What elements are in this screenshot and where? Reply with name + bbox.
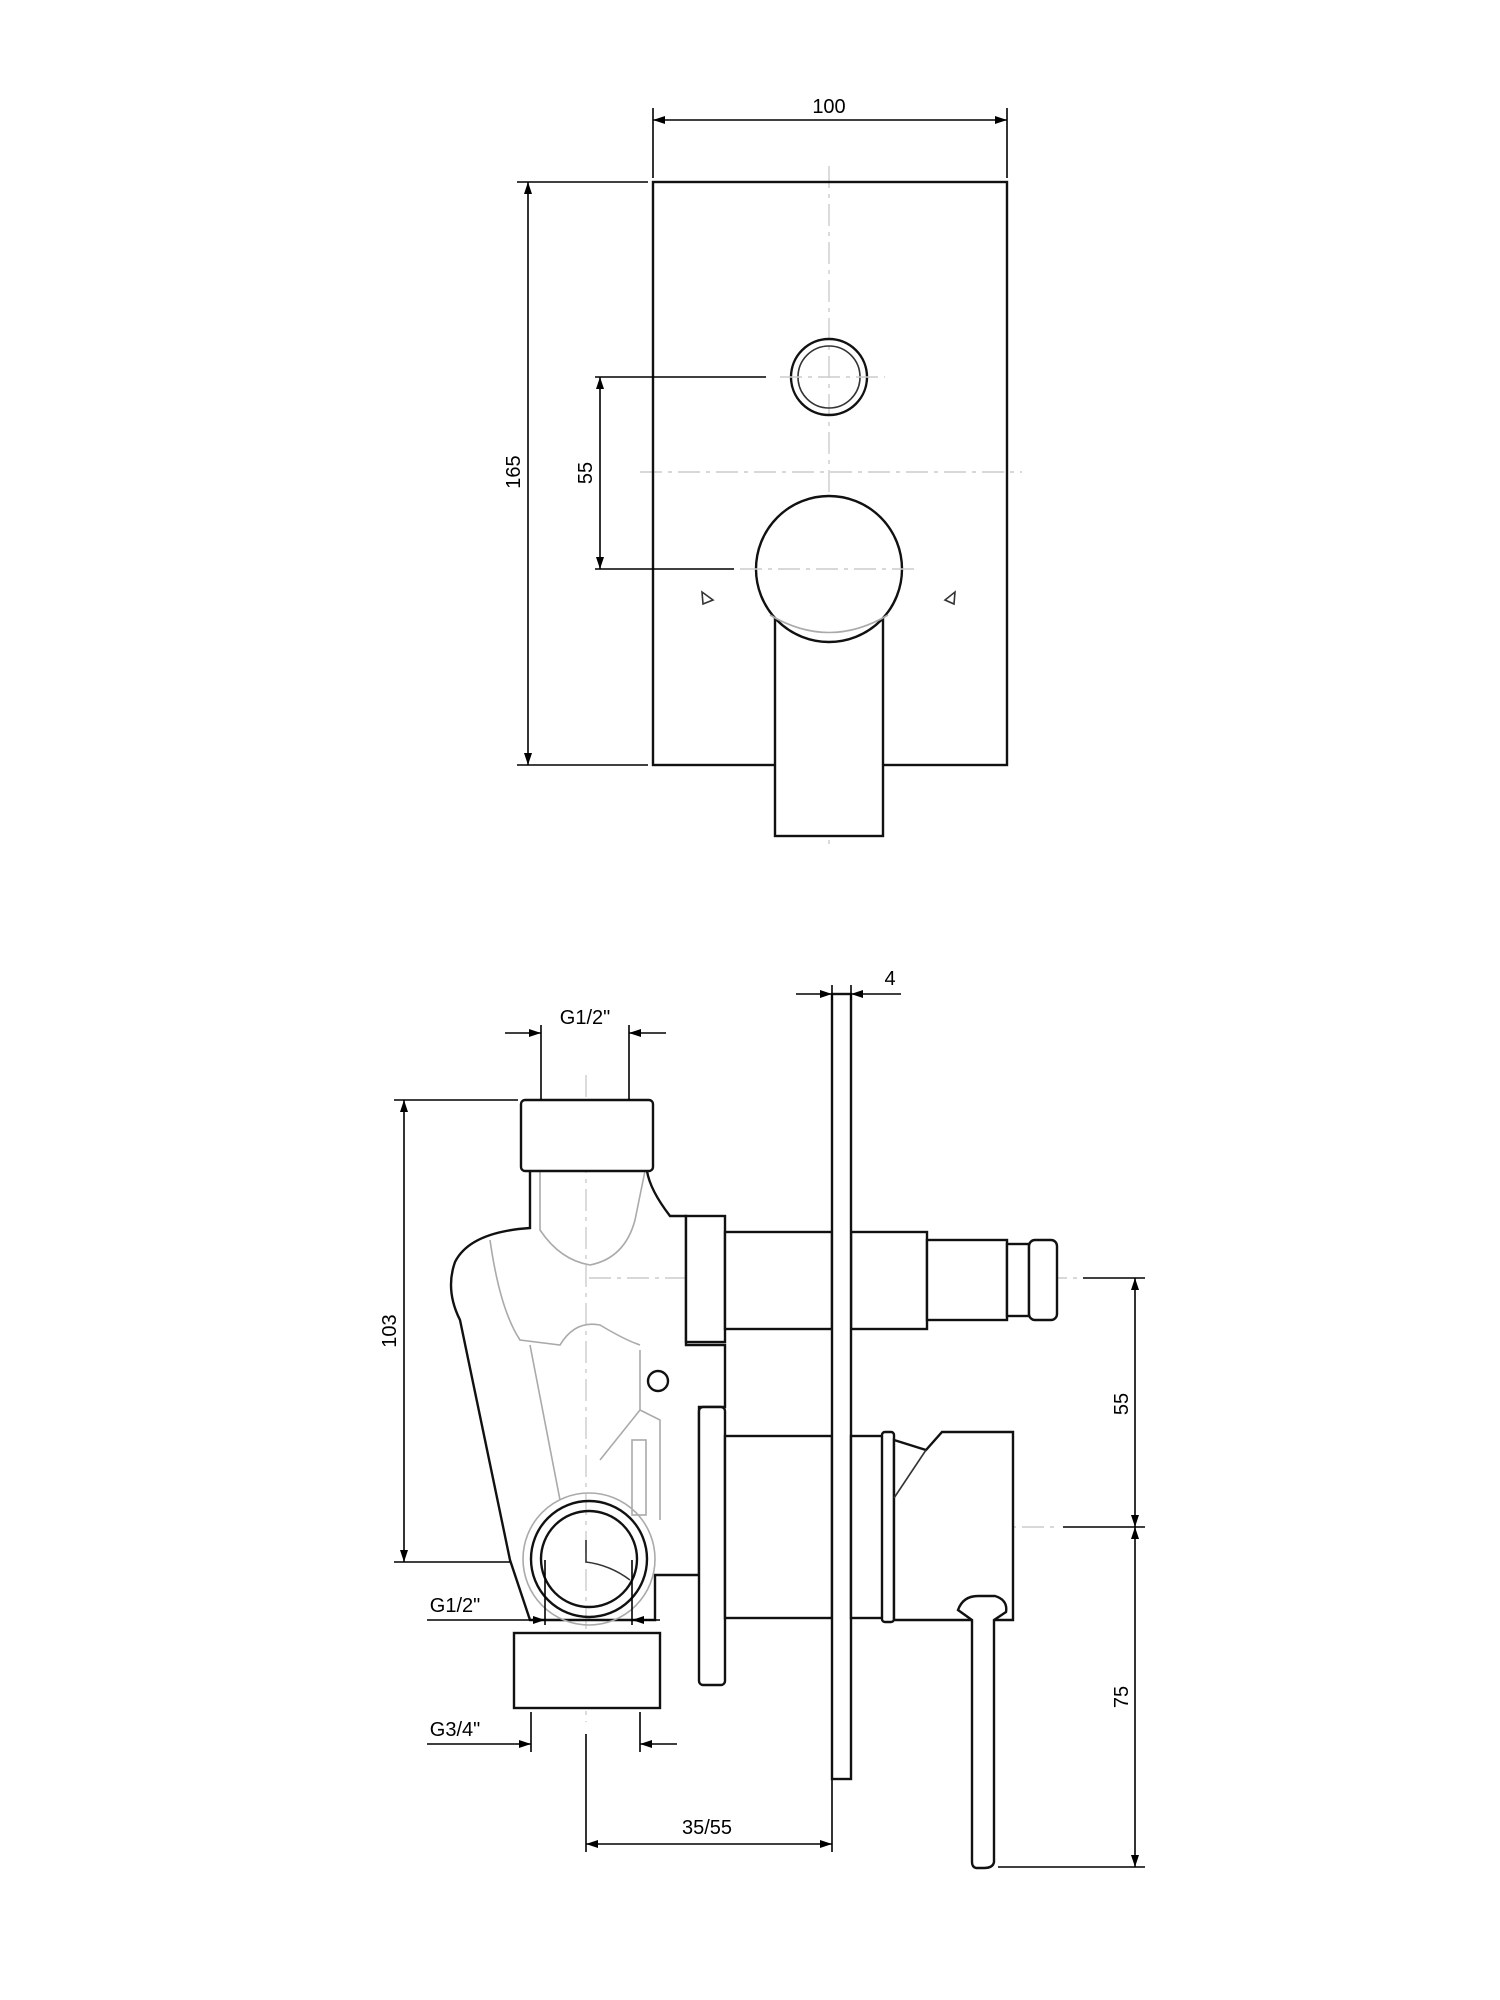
- height-dimension: 165: [503, 181, 648, 766]
- body-height-label: 103: [379, 1314, 401, 1347]
- mounting-flange: [697, 1405, 727, 1687]
- hot-indicator-icon: [943, 590, 956, 606]
- lower-inlet: [522, 1492, 656, 1626]
- mixer-cartridge: [723, 1434, 834, 1620]
- depth-dimension: 35/55: [585, 1734, 833, 1852]
- top-inlet-label: G1/2": [560, 1007, 610, 1029]
- upper-spacing-label: 55: [1111, 1393, 1133, 1415]
- outlet-label: G3/4": [430, 1719, 480, 1741]
- body-height-dimension: 103: [379, 1099, 518, 1563]
- top-inlet-dimension: G1/2": [505, 1007, 666, 1100]
- plate-thickness-dimension: 4: [796, 968, 901, 1000]
- cold-indicator-icon: [701, 590, 715, 606]
- plate-thickness-label: 4: [884, 968, 895, 990]
- valve-body: [449, 1170, 727, 1687]
- lower-spacing-label: 75: [1111, 1686, 1133, 1708]
- outlet-dimension: G3/4": [427, 1712, 677, 1752]
- width-label: 100: [812, 96, 845, 118]
- cover-plate-side: [830, 992, 853, 1781]
- height-label: 165: [503, 455, 525, 488]
- bottom-outlet: [512, 1631, 662, 1710]
- hex-nut: [684, 1214, 727, 1344]
- top-inlet: [519, 1098, 655, 1173]
- diverter-stem: [723, 1230, 1059, 1331]
- depth-label: 35/55: [682, 1817, 732, 1839]
- mixer-lever: [773, 618, 885, 838]
- mixer-lever-side: [956, 1594, 1008, 1870]
- spacing-dimension: 55: [575, 376, 766, 570]
- front-view: 100 165 55: [503, 96, 1022, 848]
- mixer-handle-side: [849, 1430, 1015, 1870]
- width-dimension: 100: [652, 96, 1008, 178]
- diverter-knob: [780, 337, 885, 417]
- right-dimensions: 55 75: [998, 1277, 1145, 1868]
- spacing-label: 55: [575, 462, 597, 484]
- lower-inlet-dimension: G1/2": [427, 1560, 660, 1625]
- side-view: 4 G1/2" 103 G1/2": [379, 968, 1145, 1870]
- lower-inlet-label: G1/2": [430, 1595, 480, 1617]
- handle-shadow-line: [769, 614, 889, 634]
